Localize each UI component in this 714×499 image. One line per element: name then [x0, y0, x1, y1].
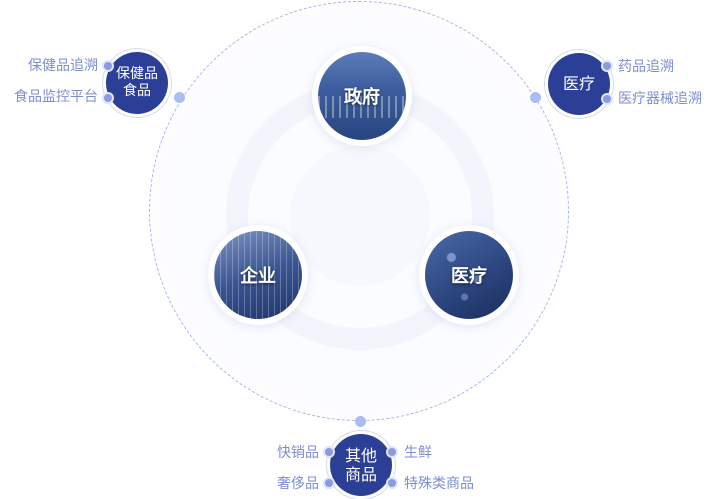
bullet-dot — [603, 95, 611, 103]
tag-other-right-1: 特殊类商品 — [404, 476, 474, 492]
skyscraper-photo-icon — [214, 231, 302, 319]
bullet-dot — [104, 62, 112, 70]
category-other-goods-line2: 商品 — [344, 465, 377, 484]
category-other-goods-line1: 其他 — [344, 445, 377, 465]
bullet-dot — [388, 479, 396, 487]
tag-other-left-1: 奢侈品 — [277, 476, 319, 492]
dna-helix-photo-icon — [425, 231, 513, 319]
node-medical[interactable]: 医疗 — [419, 225, 519, 325]
node-enterprise[interactable]: 企业 — [208, 225, 308, 325]
ring-dot-top-right — [530, 92, 541, 103]
inner-core-circle — [290, 146, 430, 286]
tag-health-food-0: 保健品追溯 — [28, 58, 98, 74]
bullet-dot — [603, 62, 611, 70]
node-enterprise-label: 企业 — [240, 266, 276, 287]
tag-other-left-0: 快销品 — [277, 445, 319, 461]
node-government-label: 政府 — [344, 87, 380, 108]
category-health-food-line1: 保健品 — [116, 66, 158, 83]
node-medical-label: 医疗 — [451, 266, 487, 287]
tag-medical-0: 药品追溯 — [618, 59, 674, 75]
tag-medical-1: 医疗器械追溯 — [618, 91, 702, 107]
category-medical-line1: 医疗 — [562, 74, 595, 94]
category-other-goods[interactable]: 其他 商品 — [330, 434, 392, 496]
ring-dot-bottom — [355, 416, 366, 427]
tag-other-right-0: 生鲜 — [404, 445, 432, 461]
bullet-dot — [325, 479, 333, 487]
bullet-dot — [388, 448, 396, 456]
category-health-food[interactable]: 保健品 食品 — [106, 52, 168, 114]
category-medical[interactable]: 医疗 — [548, 53, 610, 115]
ring-dot-top-left — [174, 92, 185, 103]
category-health-food-line2: 食品 — [123, 83, 151, 99]
bullet-dot — [104, 94, 112, 102]
bullet-dot — [325, 448, 333, 456]
node-government[interactable]: 政府 — [312, 46, 412, 146]
government-building-photo-icon — [318, 52, 406, 140]
tag-health-food-1: 食品监控平台 — [14, 89, 98, 105]
